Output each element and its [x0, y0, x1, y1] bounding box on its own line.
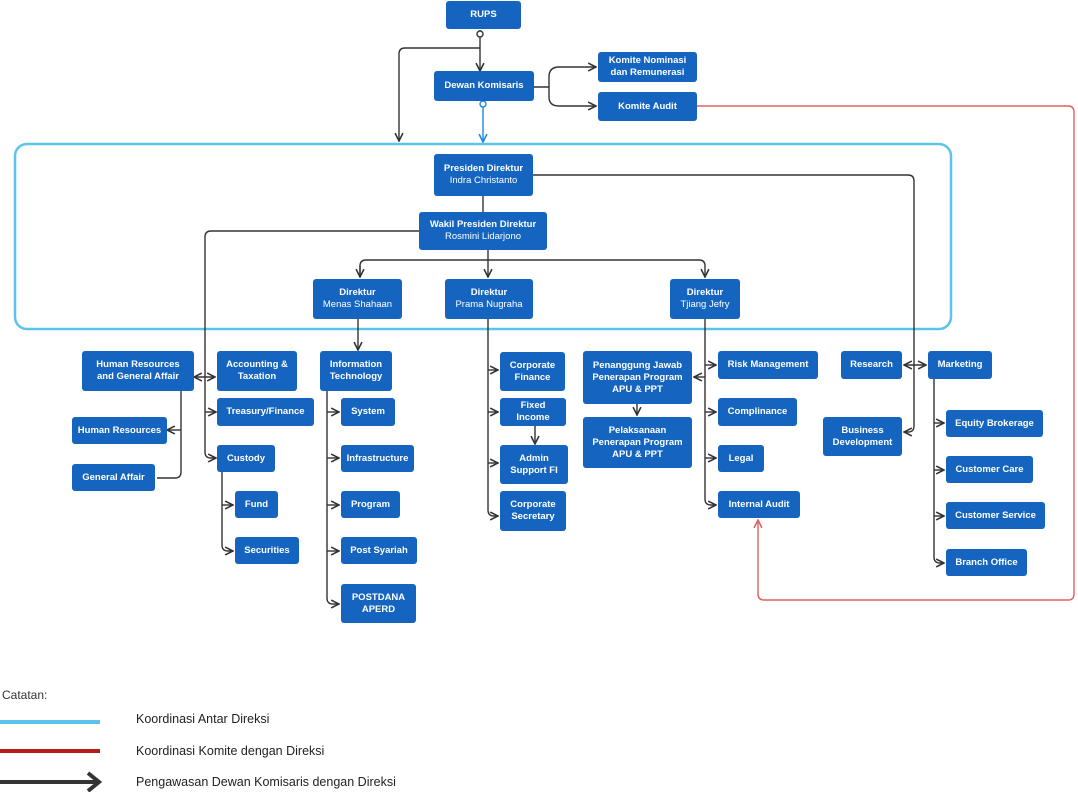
box-business-development-title: Business Development [832, 424, 893, 448]
legend-label-koordinasi-antar-direksi: Koordinasi Antar Direksi [136, 712, 270, 726]
box-dewan-komisaris: Dewan Komisaris [434, 71, 534, 101]
box-fund: Fund [235, 491, 278, 518]
box-program-title: Program [350, 498, 391, 510]
box-direktur-prama-name: Prama Nugraha [455, 299, 523, 310]
box-admin-support-fi-title: Admin Support FI [510, 452, 558, 476]
box-customer-service: Customer Service [946, 502, 1045, 529]
box-direktur-menas-title: Direktur [339, 287, 376, 298]
box-pelaksanaan-apu: Pelaksanaan Penerapan Program APU & PPT [583, 417, 692, 468]
box-wakil-presiden-direktur-name: Rosmini Lidarjono [444, 231, 522, 242]
box-treasury-finance-title: Treasury/Finance [226, 406, 305, 417]
box-human-resources: Human Resources [72, 417, 167, 444]
box-internal-audit-title: Internal Audit [728, 498, 790, 510]
box-general-affair: General Affair [72, 464, 155, 491]
box-system: System [341, 398, 395, 426]
box-program: Program [341, 491, 400, 518]
box-human-resources-title: Human Resources [77, 424, 162, 436]
box-corporate-finance-title: Corporate Finance [509, 359, 556, 383]
box-komite-audit: Komite Audit [598, 92, 697, 121]
box-research-title: Research [850, 359, 893, 370]
box-risk-management-title: Risk Management [727, 359, 809, 370]
box-business-development: Business Development [823, 417, 902, 456]
box-pelaksanaan-apu-title: Pelaksanaan Penerapan Program APU & PPT [592, 424, 683, 460]
box-equity-brokerage: Equity Brokerage [946, 410, 1043, 437]
box-securities-title: Securities [244, 544, 290, 556]
legend-label-pengawasan-dewan: Pengawasan Dewan Komisaris dengan Direks… [136, 775, 396, 789]
box-post-syariah: Post Syariah [341, 537, 417, 564]
box-infrastructure: Infrastructure [341, 445, 414, 472]
box-admin-support-fi: Admin Support FI [500, 445, 568, 484]
legend-arrowhead [86, 771, 103, 792]
box-treasury-finance: Treasury/Finance [217, 398, 314, 426]
box-marketing-title: Marketing [937, 359, 983, 370]
box-post-syariah-title: Post Syariah [350, 544, 408, 556]
box-presiden-direktur-title: Presiden Direktur [443, 163, 524, 174]
box-penanggung-jawab-apu-title: Penanggung Jawab Penerapan Program APU &… [592, 359, 683, 395]
box-customer-service-title: Customer Service [955, 509, 1036, 521]
box-direktur-menas-name: Menas Shahaan [322, 299, 393, 310]
box-rups: RUPS [446, 1, 521, 29]
box-securities: Securities [235, 537, 299, 564]
box-equity-brokerage-title: Equity Brokerage [955, 417, 1034, 429]
box-branch-office: Branch Office [946, 549, 1027, 576]
box-marketing: Marketing [928, 351, 992, 379]
box-information-technology-title: Information Technology [329, 359, 383, 382]
box-dewan-komisaris-title: Dewan Komisaris [444, 80, 524, 91]
box-information-technology: Information Technology [320, 351, 392, 391]
box-direktur-prama-title: Direktur [470, 287, 508, 298]
box-general-affair-title: General Affair [82, 471, 145, 483]
box-rups-title: RUPS [470, 9, 497, 20]
box-accounting-taxation: Accounting & Taxation [217, 351, 297, 391]
box-customer-care-title: Customer Care [955, 463, 1024, 475]
box-wakil-presiden-direktur-title: Wakil Presiden Direktur [429, 219, 537, 230]
box-corporate-secretary-title: Corporate Secretary [510, 499, 556, 522]
box-direktur-tjiang-name: Tjiang Jefry [680, 299, 730, 310]
box-custody: Custody [217, 445, 275, 472]
box-komite-nominasi-title: Komite Nominasi dan Remunerasi [608, 55, 687, 78]
box-branch-office-title: Branch Office [955, 556, 1018, 568]
box-postdana-aperd-title: POSTDANA APERD [351, 591, 406, 615]
box-fund-title: Fund [244, 498, 269, 510]
legend-label-koordinasi-komite: Koordinasi Komite dengan Direksi [136, 744, 325, 758]
box-direktur-tjiang-title: Direktur [686, 287, 724, 298]
box-corporate-finance: Corporate Finance [500, 352, 565, 391]
box-accounting-taxation-title: Accounting & Taxation [226, 359, 288, 382]
box-custody-title: Custody [227, 452, 265, 464]
box-corporate-secretary: Corporate Secretary [500, 491, 566, 531]
box-risk-management: Risk Management [718, 351, 818, 379]
box-legal-title: Legal [728, 452, 754, 464]
box-hr-general-affair: Human Resources and General Affair [82, 351, 194, 391]
box-komite-audit-title: Komite Audit [618, 100, 677, 112]
box-compliance: Complinance [718, 398, 797, 426]
box-system-title: System [351, 406, 385, 417]
box-fixed-income: Fixed Income [500, 398, 566, 426]
box-compliance-title: Complinance [727, 406, 788, 417]
box-penanggung-jawab-apu: Penanggung Jawab Penerapan Program APU &… [583, 351, 692, 404]
box-komite-nominasi: Komite Nominasi dan Remunerasi [598, 52, 697, 82]
direksi-frame [13, 142, 953, 331]
box-research: Research [841, 351, 902, 379]
legend-title: Catatan: [2, 688, 48, 702]
box-internal-audit: Internal Audit [718, 491, 800, 518]
box-legal: Legal [718, 445, 764, 472]
box-infrastructure-title: Infrastructure [346, 452, 409, 464]
box-fixed-income-title: Fixed Income [516, 400, 550, 423]
box-hr-general-affair-title: Human Resources and General Affair [96, 359, 180, 382]
box-postdana-aperd: POSTDANA APERD [341, 584, 416, 623]
box-customer-care: Customer Care [946, 456, 1033, 483]
box-presiden-direktur-name: Indra Christanto [449, 175, 518, 186]
